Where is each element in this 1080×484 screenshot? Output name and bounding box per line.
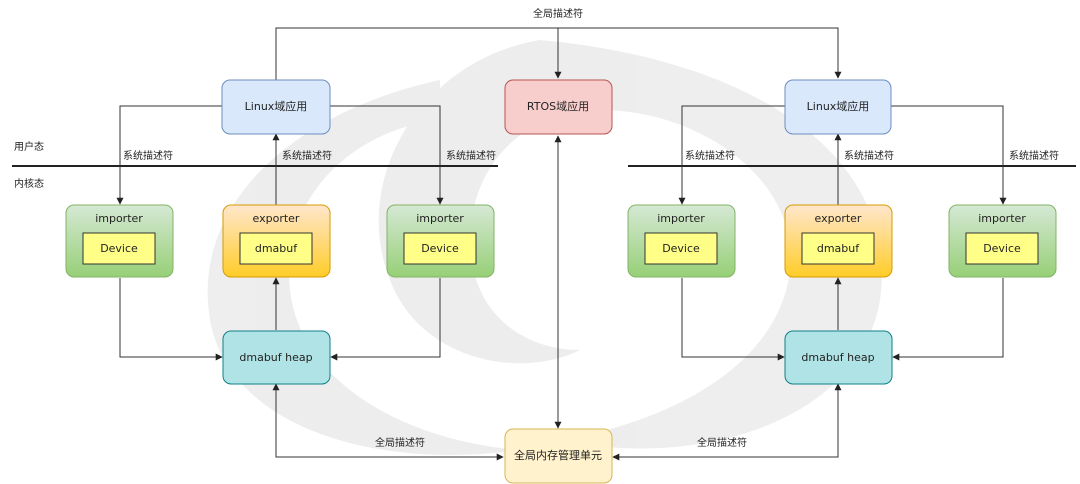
rtos-app-label: RTOS域应用: [527, 99, 589, 113]
right-linux-to-importer-b: [891, 105, 1007, 205]
global-descriptor-top-right: [558, 27, 842, 79]
global-descriptor-top-label: 全局描述符: [533, 7, 583, 20]
left-linux-to-importer-a: [116, 105, 222, 205]
left-sysdesc-label-2: 系统描述符: [282, 149, 332, 162]
right-importer-b-title: importer: [978, 212, 1026, 225]
user-space-label: 用户态: [14, 140, 44, 153]
left-linux-app-node[interactable]: Linux域应用: [221, 79, 331, 135]
right-exporter-title: exporter: [815, 212, 862, 225]
left-importer-b-device: Device: [421, 242, 459, 255]
left-linux-app-label: Linux域应用: [245, 99, 308, 113]
left-importer-b-to-heap: [330, 278, 441, 361]
left-importer-a-device: Device: [100, 242, 138, 255]
left-importer-a-title: importer: [95, 212, 143, 225]
left-global-descriptor-label: 全局描述符: [375, 436, 425, 449]
right-sysdesc-label-1: 系统描述符: [685, 149, 735, 162]
left-dmabuf-heap-label: dmabuf heap: [239, 351, 312, 364]
right-dmabuf-heap-label: dmabuf heap: [801, 351, 874, 364]
left-importer-b-title: importer: [416, 212, 464, 225]
right-importer-a-title: importer: [657, 212, 705, 225]
left-exporter-dmabuf: dmabuf: [255, 242, 298, 255]
global-mem-mgmt-label: 全局内存管理单元: [514, 448, 602, 462]
right-linux-app-label: Linux域应用: [807, 99, 870, 113]
right-importer-a-node[interactable]: importer Device: [627, 204, 736, 278]
left-sysdesc-label-1: 系统描述符: [123, 149, 173, 162]
left-importer-b-node[interactable]: importer Device: [386, 204, 495, 278]
left-heap-to-mem-mgmt: [272, 383, 504, 461]
rtos-app-node[interactable]: RTOS域应用: [504, 79, 613, 135]
right-importer-a-to-heap: [681, 278, 785, 361]
right-global-descriptor-label: 全局描述符: [697, 436, 747, 449]
right-sysdesc-label-2: 系统描述符: [844, 149, 894, 162]
right-importer-a-device: Device: [662, 242, 700, 255]
right-importer-b-device: Device: [983, 242, 1021, 255]
right-exporter-node[interactable]: exporter dmabuf: [784, 204, 893, 278]
right-linux-app-node[interactable]: Linux域应用: [784, 79, 892, 135]
kernel-space-label: 内核态: [14, 177, 44, 190]
left-sysdesc-label-3: 系统描述符: [446, 149, 496, 162]
left-importer-a-to-heap: [119, 278, 223, 361]
right-importer-b-node[interactable]: importer Device: [948, 204, 1057, 278]
global-mem-mgmt-node[interactable]: 全局内存管理单元: [504, 428, 613, 484]
left-dmabuf-heap-node[interactable]: dmabuf heap: [222, 330, 331, 385]
right-dmabuf-heap-node[interactable]: dmabuf heap: [784, 330, 893, 385]
left-exporter-title: exporter: [253, 212, 300, 225]
global-descriptor-top-left: [275, 27, 558, 80]
right-importer-b-to-heap: [892, 278, 1004, 361]
right-linux-to-importer-a: [678, 105, 785, 205]
right-exporter-dmabuf: dmabuf: [817, 242, 860, 255]
left-linux-to-importer-b: [330, 105, 444, 205]
right-sysdesc-label-3: 系统描述符: [1009, 149, 1059, 162]
left-exporter-node[interactable]: exporter dmabuf: [222, 204, 331, 278]
right-heap-to-mem-mgmt: [612, 383, 842, 461]
left-importer-a-node[interactable]: importer Device: [65, 204, 174, 278]
